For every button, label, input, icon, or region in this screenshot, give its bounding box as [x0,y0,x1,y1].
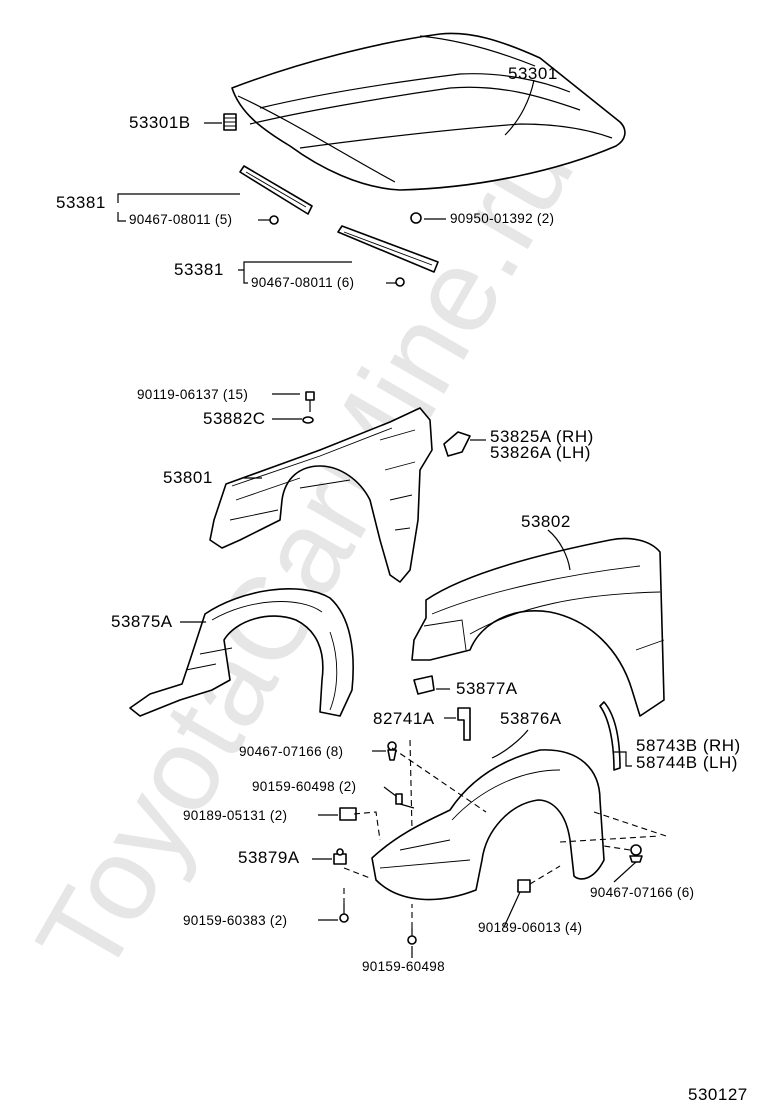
label-hood: 53301 [508,64,558,83]
label-bracket-b: 53877A [456,679,518,698]
fender-apron-part [209,407,433,583]
label-hood-cushion: 53301B [129,113,191,132]
screw-90159-60498-2 [395,793,415,809]
fender-liner-rear [371,749,605,901]
wheel-arch-moulding [599,701,621,771]
fender-part [411,537,665,717]
label-apron: 53801 [163,468,213,487]
label-liner-b: 53876A [500,709,562,728]
label-bracket-lh: 53826A (LH) [490,443,591,462]
label-moulding-rh: 58743B (RH) [636,736,741,755]
hood-part [231,32,626,191]
bracket-53877a [413,675,435,695]
label-screw-a: 90159-60498 (2) [252,779,357,794]
nut-90189-05131-2 [339,807,357,821]
label-screw-b: 90159-60383 (2) [183,913,288,928]
label-clip-c: 90467-08011 (6) [251,275,355,290]
clip-90467-07166-8 [387,741,397,761]
label-clip-d: 82741A [373,709,435,728]
label-fender: 53802 [521,512,571,531]
label-clip-a: 90467-08011 (5) [129,212,233,227]
fender-liner-front [129,588,354,717]
label-bolt-a: 90119-06137 (15) [137,387,249,402]
diagram-number: 530127 [688,1085,748,1104]
hood-seal-upper [239,165,313,225]
clip-90467-07166-6 [629,844,643,863]
hood-seal-lower [337,212,439,287]
label-clip-b: 90950-01392 (2) [450,211,555,226]
label-seal-a: 53381 [56,193,106,212]
clip-53879a [333,848,347,865]
label-moulding-lh: 58744B (LH) [636,753,738,772]
label-washer: 53882C [203,409,266,428]
nut-90189-06013-4 [517,879,531,893]
screw-90159-60383-2 [339,904,349,923]
screw-90159-60498 [407,928,417,945]
label-clip-f: 53879A [238,848,300,867]
bracket-part [443,431,471,457]
label-clip-e: 90467-07166 (8) [239,744,344,759]
label-nut-b: 90189-06013 (4) [478,920,583,935]
label-clip-g: 90467-07166 (6) [590,885,695,900]
label-bracket-rh: 53825A (RH) [490,427,594,446]
hood-cushion-part [223,113,237,131]
label-screw-c: 90159-60498 [362,959,445,974]
label-seal-b: 53381 [174,260,224,279]
label-nut-a: 90189-05131 (2) [183,808,288,823]
clip-82741a [457,707,471,741]
label-liner-a: 53875A [111,612,173,631]
apron-bolt [302,391,315,424]
